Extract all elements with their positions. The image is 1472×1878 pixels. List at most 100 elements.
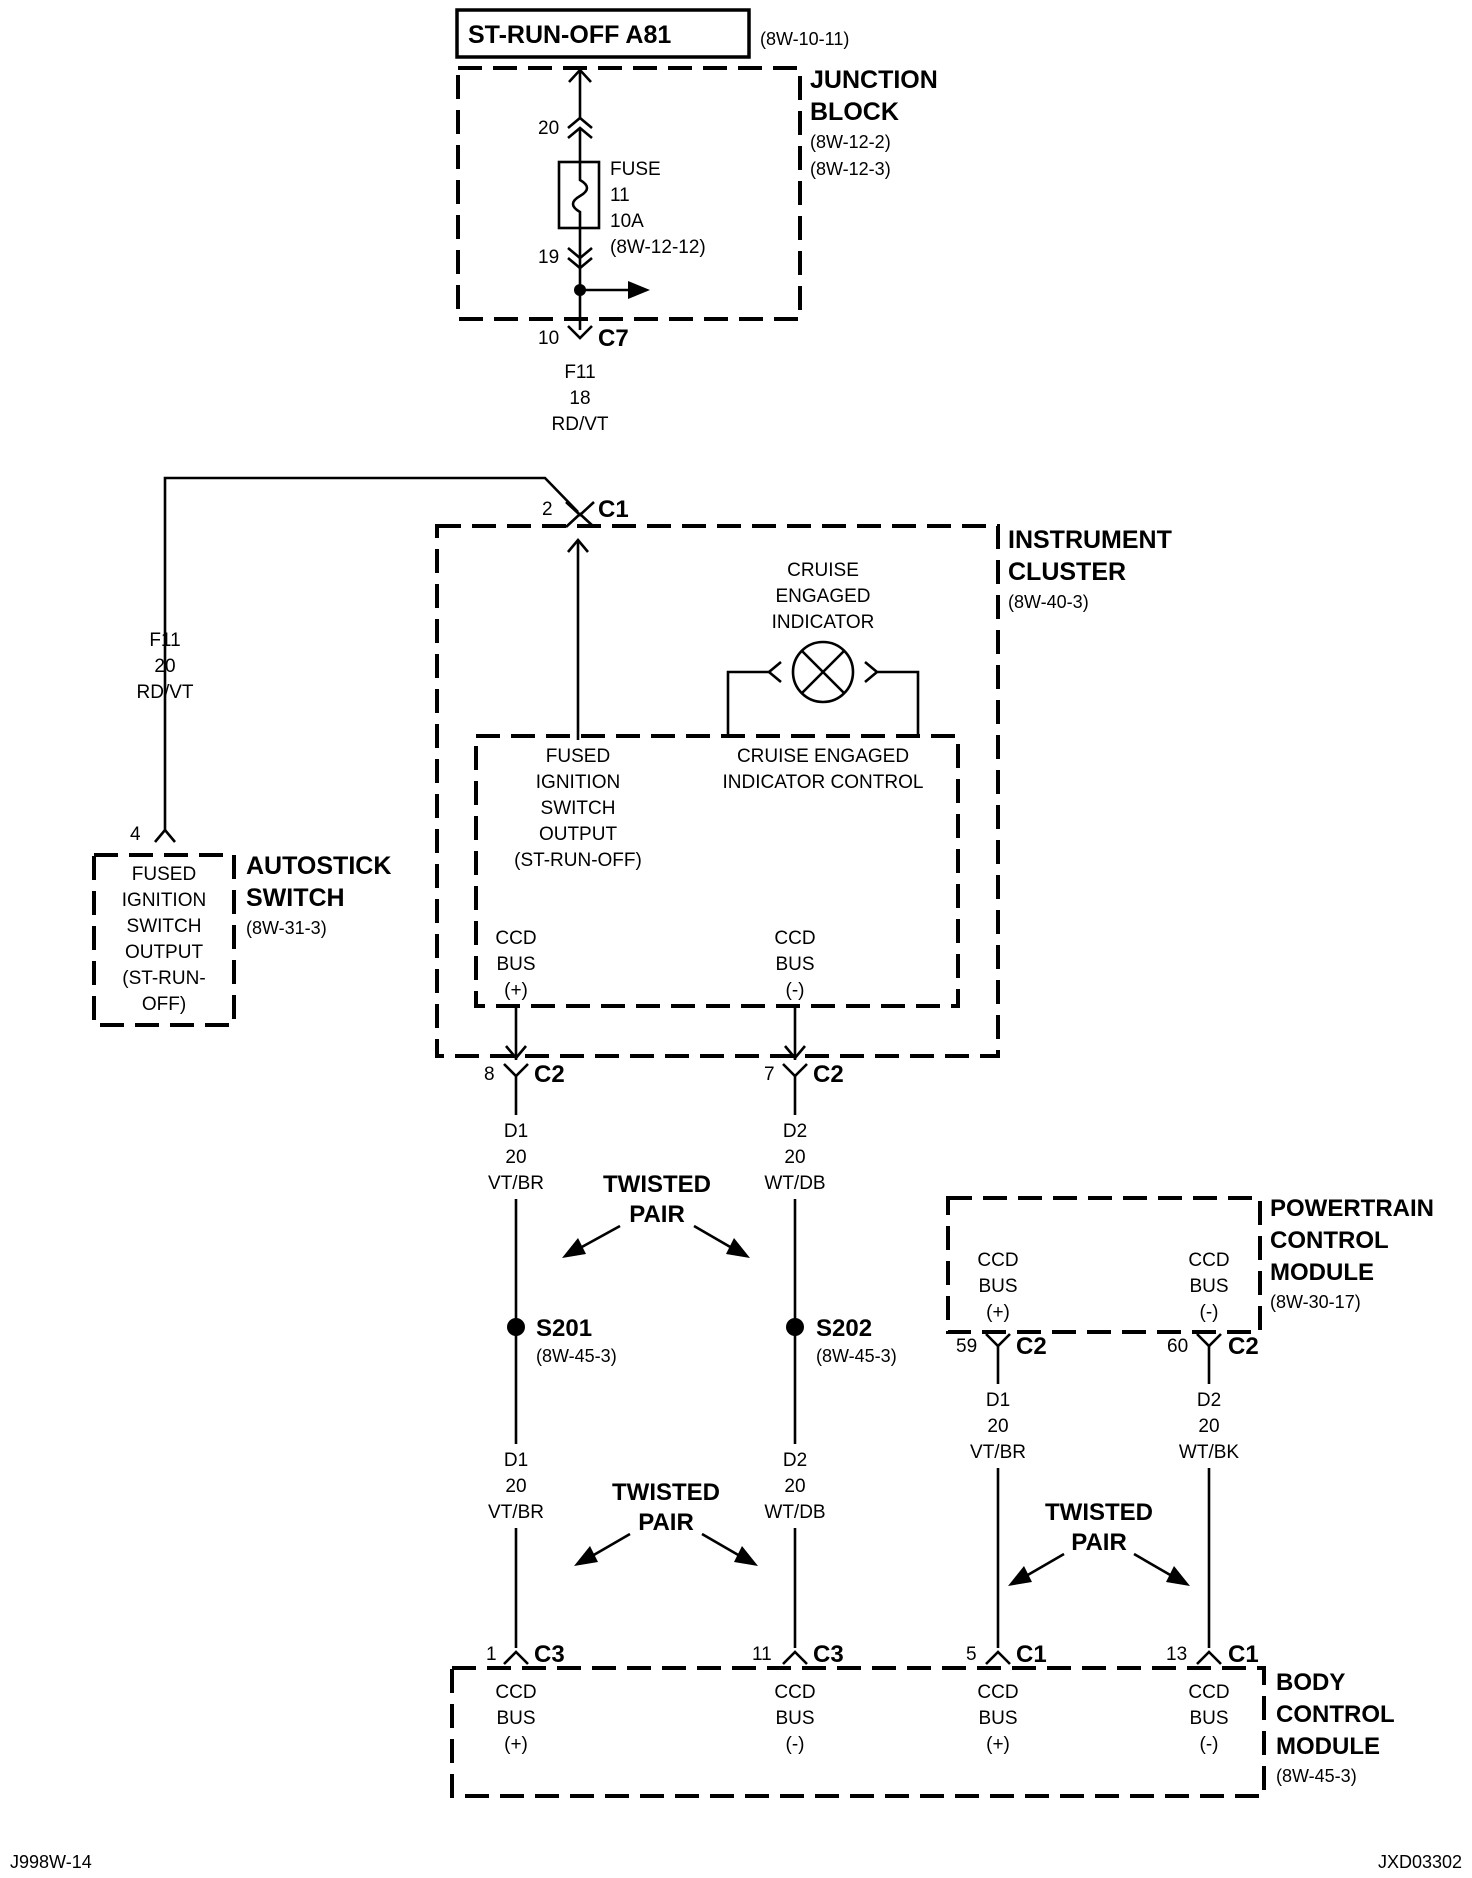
bcm-name-3: MODULE <box>1276 1733 1380 1760</box>
pcm-ccd-minus-1: CCD <box>1188 1250 1229 1271</box>
lamp-wire <box>726 670 769 738</box>
c2-pcm-minus-pin: 60 <box>1167 1336 1188 1357</box>
c2-cluster-minus-icon <box>782 1063 808 1078</box>
fused-output-5: (ST-RUN-OFF) <box>514 850 642 871</box>
bcm-box <box>450 1666 1266 1798</box>
c7-connector-icon <box>567 325 593 340</box>
arrow-up-icon <box>567 537 589 553</box>
footer-right: JXD03302 <box>1378 1852 1462 1872</box>
autostick-fn-6: OFF) <box>142 994 186 1015</box>
wire-d2-lower-gauge: 20 <box>784 1476 805 1497</box>
c7-pin: 10 <box>538 328 559 349</box>
c2-pcm-minus-icon <box>1196 1333 1222 1348</box>
c1-bcm-minus-pin: 13 <box>1166 1644 1187 1665</box>
autostick-name-2: SWITCH <box>246 884 345 912</box>
wire-auto-circuit: F11 <box>149 630 180 651</box>
arrow-down-icon <box>505 1045 527 1061</box>
c3-bcm-minus-name: C3 <box>813 1641 844 1668</box>
pcm-box <box>946 1196 1262 1334</box>
cluster-name-2: CLUSTER <box>1008 558 1126 586</box>
fused-output-3: SWITCH <box>541 798 616 819</box>
c1-bcm-plus-icon <box>985 1650 1011 1665</box>
s202-ref: (8W-45-3) <box>816 1346 897 1366</box>
bcm-ccd-minus-2-3: (-) <box>1200 1734 1219 1755</box>
c7-name: C7 <box>598 325 629 352</box>
c2-pcm-plus-name: C2 <box>1016 1333 1047 1360</box>
fuse-number: 11 <box>610 185 630 206</box>
c1-bcm-plus-name: C1 <box>1016 1641 1047 1668</box>
wire-d2-upper-circuit: D2 <box>783 1121 807 1142</box>
twisted-pair-1-line1: TWISTED <box>603 1171 711 1198</box>
pcm-ccd-plus-3: (+) <box>986 1302 1010 1323</box>
arrow-right-icon <box>628 281 650 299</box>
autostick-name-1: AUTOSTICK <box>246 852 391 880</box>
bcm-ccd-minus-2-1: CCD <box>1188 1682 1229 1703</box>
arrow-left-icon <box>1008 1566 1032 1586</box>
c3-bcm-minus-icon <box>782 1650 808 1665</box>
bcm-ccd-minus-1-2: BUS <box>775 1708 814 1729</box>
connector-pin-20-icon <box>567 116 593 129</box>
c2-pcm-plus-pin: 59 <box>956 1336 977 1357</box>
c2-cluster-plus-name: C2 <box>534 1061 565 1088</box>
c1-pin: 2 <box>542 499 553 520</box>
wire-d1-lower-gauge: 20 <box>505 1476 526 1497</box>
jb-pin-bottom: 19 <box>538 247 559 268</box>
footer-left: J998W-14 <box>10 1852 92 1872</box>
s201-ref: (8W-45-3) <box>536 1346 617 1366</box>
s201-name: S201 <box>536 1315 592 1342</box>
junction-block-name-1: JUNCTION <box>810 66 938 94</box>
indicator-control-2: INDICATOR CONTROL <box>723 772 924 793</box>
wire-d1-lower-color: VT/BR <box>488 1502 544 1523</box>
bcm-name-2: CONTROL <box>1276 1701 1395 1728</box>
c3-bcm-plus-icon <box>503 1650 529 1665</box>
fused-output-2: IGNITION <box>536 772 620 793</box>
c3-bcm-minus-pin: 11 <box>752 1644 772 1665</box>
cluster-ccd-plus-3: (+) <box>504 980 528 1001</box>
cluster-inner-box <box>474 734 960 1008</box>
wire-main-color: RD/VT <box>552 414 609 435</box>
wire-main-to-autostick <box>163 476 579 680</box>
connector-pin-19-icon <box>567 247 593 260</box>
instrument-cluster-box <box>435 524 1000 1058</box>
autostick-fn-5: (ST-RUN- <box>122 968 205 989</box>
bcm-ccd-minus-1-1: CCD <box>774 1682 815 1703</box>
fuse-label: FUSE <box>610 159 661 180</box>
twisted-pair-1-line2: PAIR <box>629 1201 685 1228</box>
wire-d1-upper-gauge: 20 <box>505 1147 526 1168</box>
junction-block-ref-2: (8W-12-3) <box>810 159 891 179</box>
arrow-left-icon <box>562 1238 586 1258</box>
wire-pcm-d1-color: VT/BR <box>970 1442 1026 1463</box>
bcm-ccd-plus-1-2: BUS <box>496 1708 535 1729</box>
bcm-ccd-plus-2-3: (+) <box>986 1734 1010 1755</box>
twisted-pair-2-line2: PAIR <box>638 1509 694 1536</box>
jb-pin-top: 20 <box>538 118 559 139</box>
fuse-rating: 10A <box>610 211 644 232</box>
c1-bcm-minus-name: C1 <box>1228 1641 1259 1668</box>
fuse-element <box>571 162 589 228</box>
wire-pcm-d1-gauge: 20 <box>987 1416 1008 1437</box>
c3-bcm-plus-name: C3 <box>534 1641 565 1668</box>
wire-auto-gauge: 20 <box>154 656 175 677</box>
bcm-ccd-minus-1-3: (-) <box>786 1734 805 1755</box>
pcm-name-1: POWERTRAIN <box>1270 1195 1434 1222</box>
junction-block-box <box>456 66 802 321</box>
c2-pcm-minus-name: C2 <box>1228 1333 1259 1360</box>
wire-d2-upper-color: WT/DB <box>764 1173 825 1194</box>
bcm-ccd-plus-2-2: BUS <box>978 1708 1017 1729</box>
wire-pcm-d1-circuit: D1 <box>986 1390 1010 1411</box>
bcm-ccd-plus-1-1: CCD <box>495 1682 536 1703</box>
cluster-ccd-minus-2: BUS <box>775 954 814 975</box>
c3-bcm-plus-pin: 1 <box>486 1644 497 1665</box>
c1-name: C1 <box>598 496 629 523</box>
c1-bcm-plus-pin: 5 <box>966 1644 977 1665</box>
c2-cluster-plus-pin: 8 <box>484 1064 495 1085</box>
pcm-ccd-minus-3: (-) <box>1200 1302 1219 1323</box>
autostick-box <box>92 853 236 1027</box>
arrow-right-icon <box>1166 1566 1190 1586</box>
wire-pcm-d2-gauge: 20 <box>1198 1416 1219 1437</box>
wire-pcm-d2-circuit: D2 <box>1197 1390 1221 1411</box>
fused-output-4: OUTPUT <box>539 824 618 845</box>
s202-splice-dot <box>786 1318 804 1336</box>
bcm-ccd-plus-2-1: CCD <box>977 1682 1018 1703</box>
